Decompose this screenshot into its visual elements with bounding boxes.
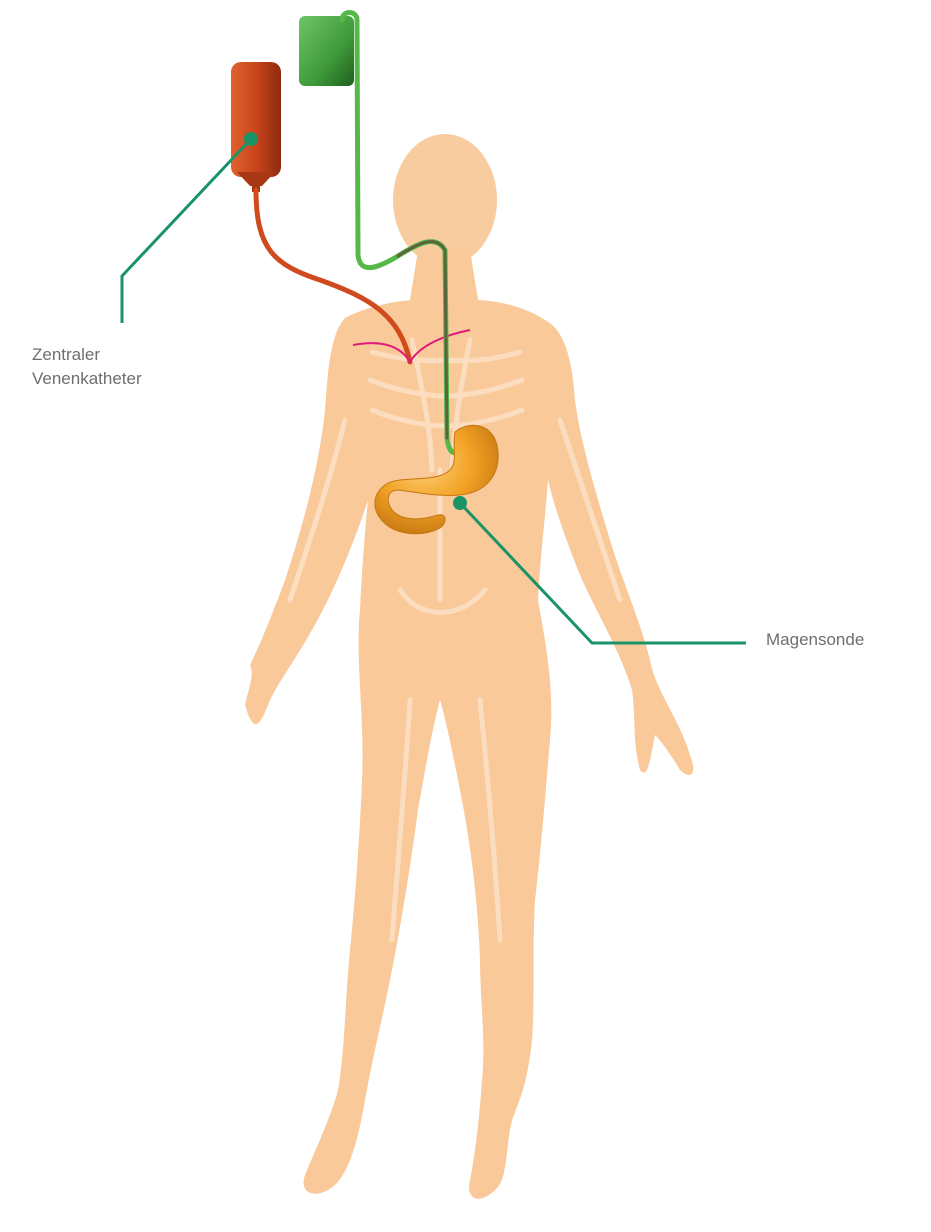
label-central-venous-catheter: Zentraler Venenkatheter (32, 343, 142, 391)
label-cvc-line1: Zentraler (32, 343, 142, 367)
parenteral-nutrition-bag-icon (231, 62, 281, 192)
label-gastric-tube: Magensonde (766, 628, 864, 652)
enteral-feeding-bag-icon (299, 16, 354, 86)
label-cvc-line2: Venenkatheter (32, 367, 142, 391)
human-body-silhouette (245, 134, 693, 1199)
